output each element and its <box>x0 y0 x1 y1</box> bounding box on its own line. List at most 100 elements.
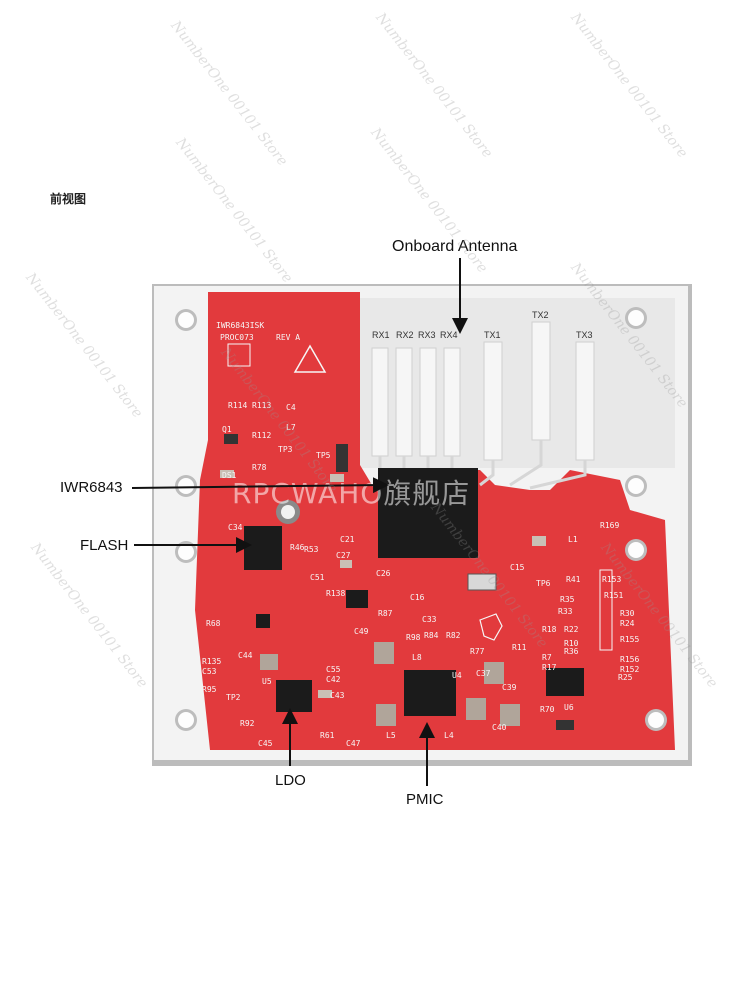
svg-text:R17: R17 <box>542 663 557 672</box>
svg-text:R36: R36 <box>564 647 579 656</box>
antenna-label-rx1: RX1 <box>372 330 390 340</box>
svg-text:R18: R18 <box>542 625 557 634</box>
svg-text:TP6: TP6 <box>536 579 551 588</box>
svg-text:R22: R22 <box>564 625 579 634</box>
passive-components <box>220 434 613 730</box>
svg-text:R169: R169 <box>600 521 619 530</box>
board-model-label: IWR6843ISK <box>216 321 264 330</box>
svg-text:L4: L4 <box>444 731 454 740</box>
svg-text:U4: U4 <box>452 671 462 680</box>
svg-text:R68: R68 <box>206 619 221 628</box>
svg-text:C4: C4 <box>286 403 296 412</box>
mounting-holes <box>175 307 667 731</box>
callout-iwr6843: IWR6843 <box>60 479 123 496</box>
svg-text:C43: C43 <box>330 691 345 700</box>
svg-text:R61: R61 <box>320 731 335 740</box>
antenna-label-rx3: RX3 <box>418 330 436 340</box>
svg-text:R113: R113 <box>252 401 271 410</box>
ti-logo-icon <box>479 613 503 641</box>
svg-text:R78: R78 <box>252 463 267 472</box>
svg-text:C55: C55 <box>326 665 341 674</box>
pcb-photo: RX1 RX2 RX3 RX4 TX1 TX2 TX3 IWR6843ISK P… <box>152 284 692 766</box>
svg-text:C51: C51 <box>310 573 325 582</box>
svg-text:C34: C34 <box>228 523 243 532</box>
svg-text:R33: R33 <box>558 607 573 616</box>
svg-text:L5: L5 <box>386 731 396 740</box>
svg-text:R84: R84 <box>424 631 439 640</box>
svg-text:R82: R82 <box>446 631 461 640</box>
svg-text:Q1: Q1 <box>222 425 232 434</box>
u6-chip <box>546 668 584 696</box>
overlay-brand-watermark: RPCWAHO旗舰店 <box>232 477 471 510</box>
svg-text:C33: C33 <box>422 615 437 624</box>
svg-text:R7: R7 <box>542 653 552 662</box>
svg-text:C37: C37 <box>476 669 491 678</box>
svg-text:R70: R70 <box>540 705 555 714</box>
svg-text:R53: R53 <box>304 545 319 554</box>
svg-text:DS1: DS1 <box>222 471 237 480</box>
svg-text:R92: R92 <box>240 719 255 728</box>
svg-text:C16: C16 <box>410 593 425 602</box>
svg-text:L1: L1 <box>568 535 578 544</box>
section-title: 前视图 <box>50 192 87 206</box>
svg-text:R114: R114 <box>228 401 247 410</box>
svg-text:R24: R24 <box>620 619 635 628</box>
svg-text:R156: R156 <box>620 655 639 664</box>
antenna-label-tx3: TX3 <box>576 330 593 340</box>
board-proc-label: PROC073 <box>220 333 254 342</box>
mcu-arrow <box>131 477 389 494</box>
svg-text:C15: C15 <box>510 563 525 572</box>
antenna-label-tx2: TX2 <box>532 310 549 320</box>
iwr6843-chip <box>378 468 478 558</box>
svg-text:R138: R138 <box>326 589 345 598</box>
pmic-chip <box>404 670 456 716</box>
svg-text:R135: R135 <box>202 657 221 666</box>
silkscreen-labels: R114 R113 Q1 C4 L7 TP3 TP5 R112 R78 DS1 … <box>202 401 639 748</box>
svg-text:R95: R95 <box>202 685 217 694</box>
svg-text:R46: R46 <box>290 543 305 552</box>
svg-text:TP3: TP3 <box>278 445 293 454</box>
crystal-oscillator <box>467 573 497 591</box>
svg-text:TP5: TP5 <box>316 451 331 460</box>
small-ic <box>256 614 270 628</box>
hot-surface-warning-icon <box>293 344 327 373</box>
svg-text:C49: C49 <box>354 627 369 636</box>
callout-ldo: LDO <box>275 772 306 789</box>
svg-text:R25: R25 <box>618 673 633 682</box>
svg-text:L8: L8 <box>412 653 422 662</box>
svg-text:R41: R41 <box>566 575 581 584</box>
svg-text:R153: R153 <box>602 575 621 584</box>
svg-text:C27: C27 <box>336 551 351 560</box>
transistor-chip <box>346 590 368 608</box>
svg-text:R10: R10 <box>564 639 579 648</box>
svg-text:R77: R77 <box>470 647 485 656</box>
callout-onboard-antenna: Onboard Antenna <box>392 238 518 255</box>
weee-bin-icon <box>227 343 251 367</box>
svg-text:R87: R87 <box>378 609 393 618</box>
svg-text:R155: R155 <box>620 635 639 644</box>
svg-text:C45: C45 <box>258 739 273 748</box>
svg-text:L7: L7 <box>286 423 296 432</box>
callout-flash: FLASH <box>80 537 129 554</box>
ldo-chip <box>276 680 312 712</box>
svg-text:C40: C40 <box>492 723 507 732</box>
svg-text:R98: R98 <box>406 633 421 642</box>
svg-text:R30: R30 <box>620 609 635 618</box>
svg-text:R151: R151 <box>604 591 623 600</box>
svg-text:R152: R152 <box>620 665 639 674</box>
svg-text:C53: C53 <box>202 667 217 676</box>
board-rev-label: REV A <box>276 333 300 342</box>
svg-text:C39: C39 <box>502 683 517 692</box>
svg-text:TP2: TP2 <box>226 693 241 702</box>
antenna-label-rx2: RX2 <box>396 330 414 340</box>
svg-text:C47: C47 <box>346 739 361 748</box>
antenna-label-rx4: RX4 <box>440 330 458 340</box>
svg-text:C44: C44 <box>238 651 253 660</box>
svg-text:R11: R11 <box>512 643 527 652</box>
svg-text:C42: C42 <box>326 675 341 684</box>
antenna-label-tx1: TX1 <box>484 330 501 340</box>
callout-pmic: PMIC <box>406 791 444 808</box>
svg-text:R35: R35 <box>560 595 575 604</box>
svg-text:R112: R112 <box>252 431 271 440</box>
svg-text:C26: C26 <box>376 569 391 578</box>
